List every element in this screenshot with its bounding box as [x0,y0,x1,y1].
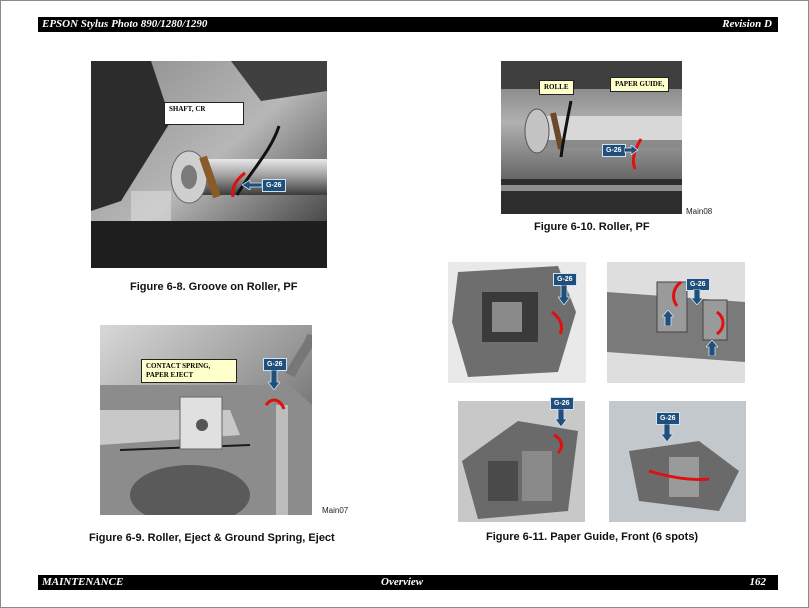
tag-g26-fig9-text: G-26 [267,361,283,368]
caption-fig-6-11: Figure 6-11. Paper Guide, Front (6 spots… [486,531,699,543]
page-header: EPSON Stylus Photo 890/1280/1290 Revisio… [38,17,778,32]
tag-g26-fig8: G-26 [262,179,286,192]
callout-paper-guide: PAPER GUIDE, [610,77,670,92]
callout-contact-spring: CONTACT SPRING, PAPER EJECT [141,359,237,383]
header-revision: Revision D [722,18,772,30]
callout-rolle: ROLLE [539,80,574,95]
page-footer: MAINTENANCE Overview 162 [38,575,778,590]
arrow-down-icon [661,424,673,442]
callout-paper-guide-text: PAPER GUIDE, [615,80,665,88]
tag-g26-fig11-a-text: G-26 [557,276,573,283]
arrow-down-icon [691,289,703,305]
photo-groove-roller-pf [91,61,327,268]
arrow-left-icon [242,180,262,190]
caption-fig-6-8: Figure 6-8. Groove on Roller, PF [130,281,298,293]
callout-contact-spring-line2: PAPER EJECT [146,371,194,379]
header-title: EPSON Stylus Photo 890/1280/1290 [42,18,208,30]
arrow-down-icon [555,409,567,427]
callout-shaft-cr: SHAFT, CR [164,102,244,125]
tag-g26-fig10-text: G-26 [606,147,622,154]
photo-roller-eject [100,325,312,515]
image-code-main08: Main08 [686,207,713,216]
caption-fig-6-9: Figure 6-9. Roller, Eject & Ground Sprin… [89,532,335,544]
footer-chapter: Overview [381,576,424,588]
tag-g26-fig11-d-text: G-26 [660,415,676,422]
photo-roller-pf [501,61,682,214]
footer-section: MAINTENANCE [42,576,124,588]
caption-fig-6-10: Figure 6-10. Roller, PF [534,221,650,233]
arrow-down-icon [558,285,570,305]
callout-contact-spring-line1: CONTACT SPRING, [146,362,211,370]
arrow-right-icon [624,145,638,155]
tag-g26-fig10: G-26 [602,144,626,157]
arrow-up-icon [706,340,718,356]
image-code-main07: Main07 [322,506,349,515]
tag-g26-fig8-text: G-26 [266,182,282,189]
footer-page-number: 162 [749,576,767,588]
callout-shaft-cr-text: SHAFT, CR [169,105,206,113]
tag-g26-fig11-c-text: G-26 [554,400,570,407]
arrow-up-icon [662,310,674,326]
photo-paper-guide-2 [607,262,745,383]
tag-g26-fig11-b-text: G-26 [690,281,706,288]
arrow-down-icon [268,370,280,390]
callout-rolle-text: ROLLE [544,83,569,91]
